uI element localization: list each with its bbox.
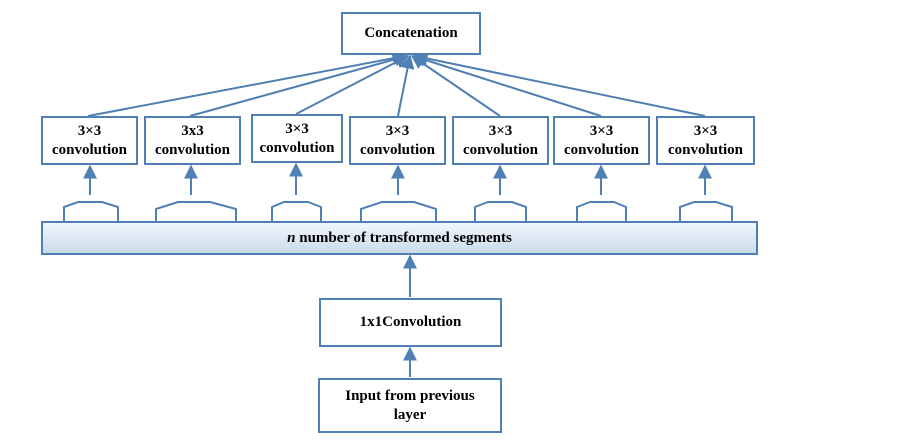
conv-box-6: 3×3 convolution: [553, 116, 650, 165]
splitter-tab-3: [271, 201, 322, 221]
segments-label: number of transformed segments: [295, 229, 512, 246]
conv-box-2: 3x3 convolution: [144, 116, 241, 165]
concatenation-box: Concatenation: [341, 12, 481, 55]
branch-arrows: [83, 162, 712, 195]
arrow-conv3-to-concat: [295, 55, 410, 115]
splitter-tab-2: [155, 201, 237, 221]
segments-variable: n: [287, 229, 296, 246]
splitter-tab-7: [679, 201, 733, 221]
conv1x1-box: 1x1Convolution: [319, 298, 502, 347]
conv-box-4: 3×3 convolution: [349, 116, 446, 165]
arrow-conv2-to-concat: [189, 52, 409, 117]
splitter-tab-5: [474, 201, 527, 221]
conv-box-5: 3×3 convolution: [452, 116, 549, 165]
conv-box-7: 3×3 convolution: [656, 116, 755, 165]
conv-box-3: 3×3 convolution: [251, 114, 343, 163]
arrow-conv1-to-concat: [87, 51, 407, 117]
splitter-tab-6: [576, 201, 627, 221]
arrow-conv7-to-concat: [413, 51, 706, 117]
arrow-conv6-to-concat: [411, 53, 602, 117]
arrow-conv4-to-concat: [397, 54, 415, 117]
splitter-tab-1: [63, 201, 119, 221]
conv-box-1: 3×3 convolution: [41, 116, 138, 165]
input-box: Input from previous layer: [318, 378, 502, 433]
concat-arrows: [87, 51, 706, 117]
splitter-tab-4: [360, 201, 437, 221]
transformed-segments-bar: n number of transformed segments: [41, 221, 758, 255]
splitter-tabs: [63, 201, 733, 221]
